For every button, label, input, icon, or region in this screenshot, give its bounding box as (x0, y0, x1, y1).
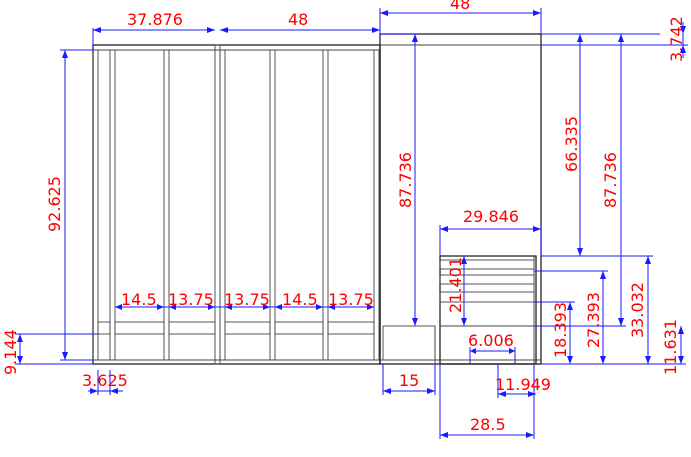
wall-frame (92, 44, 381, 365)
cabinet-outline (92, 33, 542, 365)
dim-label-top-left: 37.876 (127, 10, 183, 29)
dim-label-drawer-stack: 21.401 (446, 257, 465, 313)
dim-label-right-base: 11.949 (495, 375, 551, 394)
dim-label-base-height: 9.144 (1, 329, 20, 375)
dim-label-drawer-mid: 27.393 (584, 292, 603, 348)
dim-label-top-mid: 48 (288, 10, 308, 29)
dim-label-bay-5: 13.75 (328, 290, 374, 309)
dim-label-drawer-upper: 33.032 (628, 282, 647, 338)
dim-label-bay-2: 13.75 (168, 290, 214, 309)
dim-label-left-height: 92.625 (45, 176, 64, 232)
dim-label-drawer-lower: 18.393 (551, 302, 570, 358)
dim-label-right-low: 11.631 (661, 319, 680, 375)
dim-label-top-right: 48 (450, 0, 470, 13)
drawer-stack (439, 255, 537, 365)
dim-label-right-height-b: 87.736 (601, 152, 620, 208)
dim-label-kick-width: 15 (399, 371, 419, 390)
dim-label-small-gap: 6.006 (468, 331, 514, 350)
dim-label-drawer-width: 29.846 (463, 207, 519, 226)
dim-label-right-offset: 3.742 (667, 16, 686, 62)
dim-label-bay-4: 14.5 (282, 290, 318, 309)
dim-label-bottom-span: 28.5 (470, 415, 506, 434)
rail-blocks (97, 321, 375, 335)
dimension-labels: 37.876 48 48 3.742 92.625 87.736 66.335 … (1, 0, 686, 434)
dimension-lines (15, 8, 688, 439)
dim-label-bay-1: 14.5 (121, 290, 157, 309)
wall-studs (92, 44, 380, 365)
kick-panel (382, 325, 436, 361)
dim-label-center-height: 87.736 (396, 152, 415, 208)
dim-label-bay-3: 13.75 (224, 290, 270, 309)
dim-label-post-width: 3.625 (82, 371, 128, 390)
dim-label-right-height-a: 66.335 (562, 116, 581, 172)
